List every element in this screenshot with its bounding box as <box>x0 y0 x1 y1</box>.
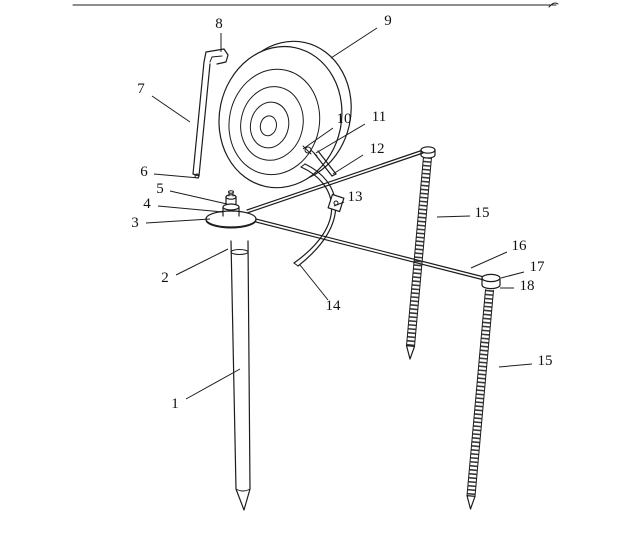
part-label-4: 4 <box>143 196 151 212</box>
support-arm <box>192 61 211 179</box>
disc-ring-center <box>259 115 277 137</box>
part-label-15a: 15 <box>475 205 490 221</box>
leader-line-5 <box>169 190 228 205</box>
screw-tip-lower <box>466 495 476 510</box>
part-labels: 8 9 7 10 11 12 6 5 4 3 13 2 14 15 16 17 … <box>131 13 552 412</box>
leader-line-2 <box>175 248 229 276</box>
mounting-hub <box>205 190 257 229</box>
part-label-9: 9 <box>384 13 392 29</box>
part-label-6: 6 <box>140 164 148 180</box>
screw-collar-lower <box>481 284 501 290</box>
part-label-13: 13 <box>348 189 363 205</box>
part-label-8: 8 <box>215 16 223 32</box>
anchor-screw-lower <box>466 273 501 510</box>
part-label-2: 2 <box>161 270 169 286</box>
part-label-3: 3 <box>131 215 139 231</box>
hub-nut <box>222 203 240 211</box>
brace-clamp <box>327 193 345 213</box>
pivot-bracket <box>302 145 337 177</box>
hub-knob <box>225 194 237 200</box>
leader-line-17 <box>500 271 525 279</box>
hook-clip <box>203 48 229 65</box>
part-label-16: 16 <box>512 238 528 254</box>
part-label-12: 12 <box>370 141 385 157</box>
clamp-body <box>327 193 345 213</box>
leader-line-6 <box>153 173 200 179</box>
support-rod-lower <box>247 216 485 281</box>
part-label-5: 5 <box>156 181 164 197</box>
leader-line-15a <box>436 215 471 218</box>
clamp-bolt <box>333 200 339 206</box>
screw-tip-upper <box>405 345 416 360</box>
leader-line-11 <box>315 123 366 154</box>
leader-line-7 <box>151 95 191 123</box>
bracket-link-rod <box>313 152 333 177</box>
part-label-7: 7 <box>137 81 145 97</box>
part-label-14: 14 <box>326 298 342 314</box>
part-label-11: 11 <box>372 109 386 125</box>
screw-threads-lower <box>467 289 494 497</box>
leader-line-10 <box>302 127 334 150</box>
screw-head-upper <box>420 146 436 154</box>
disc-face <box>218 45 343 189</box>
hub-pin <box>228 190 234 194</box>
disc-ring-1 <box>228 68 321 176</box>
page-corner-mark <box>548 2 559 8</box>
part-label-10: 10 <box>337 111 352 127</box>
anchor-screw-upper <box>405 146 436 360</box>
disc-ring-3 <box>249 101 290 149</box>
leader-line-9 <box>330 27 378 59</box>
leader-line-14 <box>299 264 329 301</box>
support-rod-upper <box>246 149 424 214</box>
leader-line-15b <box>498 363 533 368</box>
leader-line-4 <box>157 205 224 213</box>
ground-stake <box>230 240 251 511</box>
leader-line-1 <box>185 368 241 400</box>
stake-collar-seam <box>230 249 249 255</box>
leader-line-3 <box>145 218 211 224</box>
leader-line-13 <box>333 201 345 207</box>
part-label-15b: 15 <box>538 353 553 369</box>
part-label-18: 18 <box>520 278 535 294</box>
part-label-1: 1 <box>171 396 179 412</box>
screw-threads-upper <box>406 156 432 347</box>
leader-lines <box>145 27 533 400</box>
part-label-17: 17 <box>530 259 546 275</box>
screw-head-lower <box>481 273 501 283</box>
leader-line-16 <box>470 251 508 269</box>
leader-line-12 <box>332 154 364 175</box>
target-disc <box>218 40 352 189</box>
hub-flange <box>205 210 257 228</box>
disc-ring-2 <box>240 86 304 161</box>
